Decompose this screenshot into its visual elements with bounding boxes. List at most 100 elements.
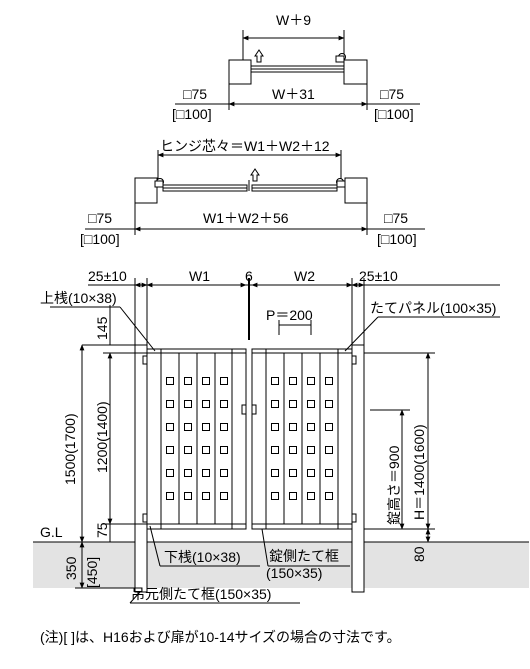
- panel-opening-square: [202, 446, 210, 454]
- panel-opening-square: [184, 400, 192, 408]
- label-top-rail: 上桟(10×38): [40, 290, 117, 306]
- dim-350: 350: [63, 556, 79, 580]
- panel-opening-square: [184, 377, 192, 385]
- dim-center-gap: 6: [245, 268, 253, 284]
- post-size-right-alt: [□100]: [374, 106, 414, 122]
- dim-450: [450]: [84, 557, 100, 588]
- hinge-bottom-left: [142, 513, 148, 523]
- panel-opening-square: [220, 423, 228, 431]
- gate-elevation: [88, 278, 500, 593]
- panel-opening-square: [271, 423, 279, 431]
- panel-opening-square: [289, 446, 297, 454]
- label-hinge-frame: 吊元側たて框(150×35): [131, 586, 271, 602]
- panel-opening-square: [307, 400, 315, 408]
- dim-w2: W2: [294, 268, 315, 284]
- double-gate-plan: [85, 150, 425, 235]
- dim-1200: 1200(1400): [94, 401, 110, 473]
- panel-opening-square: [220, 469, 228, 477]
- panel-opening-square: [325, 469, 333, 477]
- post-size-left-alt: [□100]: [172, 106, 212, 122]
- dim-w1: W1: [189, 268, 210, 284]
- handle-right: [251, 404, 257, 415]
- dim-80: 80: [411, 546, 427, 562]
- dim-1500: 1500(1700): [62, 413, 78, 485]
- label-ground-level: G.L: [40, 524, 63, 540]
- handle-left: [241, 404, 247, 415]
- panel-opening-square: [220, 492, 228, 500]
- panel-opening-square: [202, 469, 210, 477]
- panel-opening-square: [325, 423, 333, 431]
- panel-opening-square: [325, 400, 333, 408]
- panel-opening-square: [184, 492, 192, 500]
- panel-opening-square: [166, 423, 174, 431]
- panel-opening-square: [271, 492, 279, 500]
- post-size-left: □75: [183, 86, 207, 102]
- panel-opening-square: [271, 446, 279, 454]
- ground-band: [33, 542, 529, 588]
- dim-w-plus-31: W＋31: [272, 86, 315, 102]
- panel-opening-square: [325, 446, 333, 454]
- dim-hinge-center: ヒンジ芯々＝W1＋W2＋12: [160, 138, 330, 154]
- double-post-left: □75: [88, 210, 112, 226]
- panel-opening-square: [307, 446, 315, 454]
- panel-opening-square: [166, 377, 174, 385]
- panel-opening-square: [289, 469, 297, 477]
- dim-w-plus-9: W＋9: [276, 12, 311, 28]
- panel-opening-square: [202, 492, 210, 500]
- panel-opening-square: [166, 469, 174, 477]
- panel-opening-square: [271, 469, 279, 477]
- right-vertical-dims: [364, 352, 435, 543]
- hardware: [142, 355, 357, 523]
- dim-145: 145: [94, 316, 110, 340]
- hinge-bottom-right: [351, 513, 357, 523]
- label-pitch: P＝200: [266, 307, 313, 323]
- panel-opening-square: [166, 446, 174, 454]
- panel-opening-square: [271, 377, 279, 385]
- panel-opening-square: [166, 492, 174, 500]
- panel-opening-square: [271, 400, 279, 408]
- hinge-top-left: [142, 355, 148, 365]
- left-vertical-dims: [75, 305, 147, 589]
- panel-opening-square: [202, 400, 210, 408]
- panel-opening-square: [289, 423, 297, 431]
- panel-opening-square: [184, 469, 192, 477]
- dim-right-gap: 25±10: [359, 268, 398, 284]
- single-gate-plan: [175, 30, 420, 110]
- hinge-top-right: [351, 355, 357, 365]
- footnote: (注)[ ]は、H16および扉が10-14サイズの場合の寸法です。: [40, 629, 401, 645]
- label-lock-frame-2: (150×35): [266, 565, 322, 581]
- dim-double-width: W1＋W2＋56: [203, 210, 289, 226]
- double-post-left-alt: [□100]: [80, 231, 120, 247]
- panel-opening-square: [184, 446, 192, 454]
- panel-opening-square: [289, 492, 297, 500]
- pitch-dim: [278, 320, 312, 335]
- panel-opening-square: [184, 423, 192, 431]
- dim-75: 75: [94, 522, 110, 538]
- panel-opening-square: [166, 400, 174, 408]
- label-bottom-rail: 下桟(10×38): [164, 549, 241, 565]
- double-post-right-alt: [□100]: [377, 231, 417, 247]
- double-post-right: □75: [384, 210, 408, 226]
- leaders: [50, 306, 500, 604]
- panel-opening-square: [289, 377, 297, 385]
- panel-opening-square: [307, 377, 315, 385]
- dim-h: H＝1400(1600): [411, 424, 427, 520]
- panel-opening-square: [307, 492, 315, 500]
- panel-openings: [166, 377, 333, 500]
- panel-opening-square: [307, 469, 315, 477]
- dim-lock-height: 錠高さ＝900: [386, 445, 402, 525]
- panel-opening-square: [202, 423, 210, 431]
- panel-opening-square: [220, 400, 228, 408]
- label-vertical-panel: たてパネル(100×35): [370, 300, 496, 316]
- panel-opening-square: [307, 423, 315, 431]
- panel-opening-square: [220, 446, 228, 454]
- label-lock-frame-1: 錠側たて框: [269, 548, 339, 564]
- panel-opening-square: [325, 377, 333, 385]
- panel-opening-square: [289, 400, 297, 408]
- panel-opening-square: [325, 492, 333, 500]
- dim-left-gap: 25±10: [88, 268, 127, 284]
- post-size-right: □75: [380, 86, 404, 102]
- panel-opening-square: [202, 377, 210, 385]
